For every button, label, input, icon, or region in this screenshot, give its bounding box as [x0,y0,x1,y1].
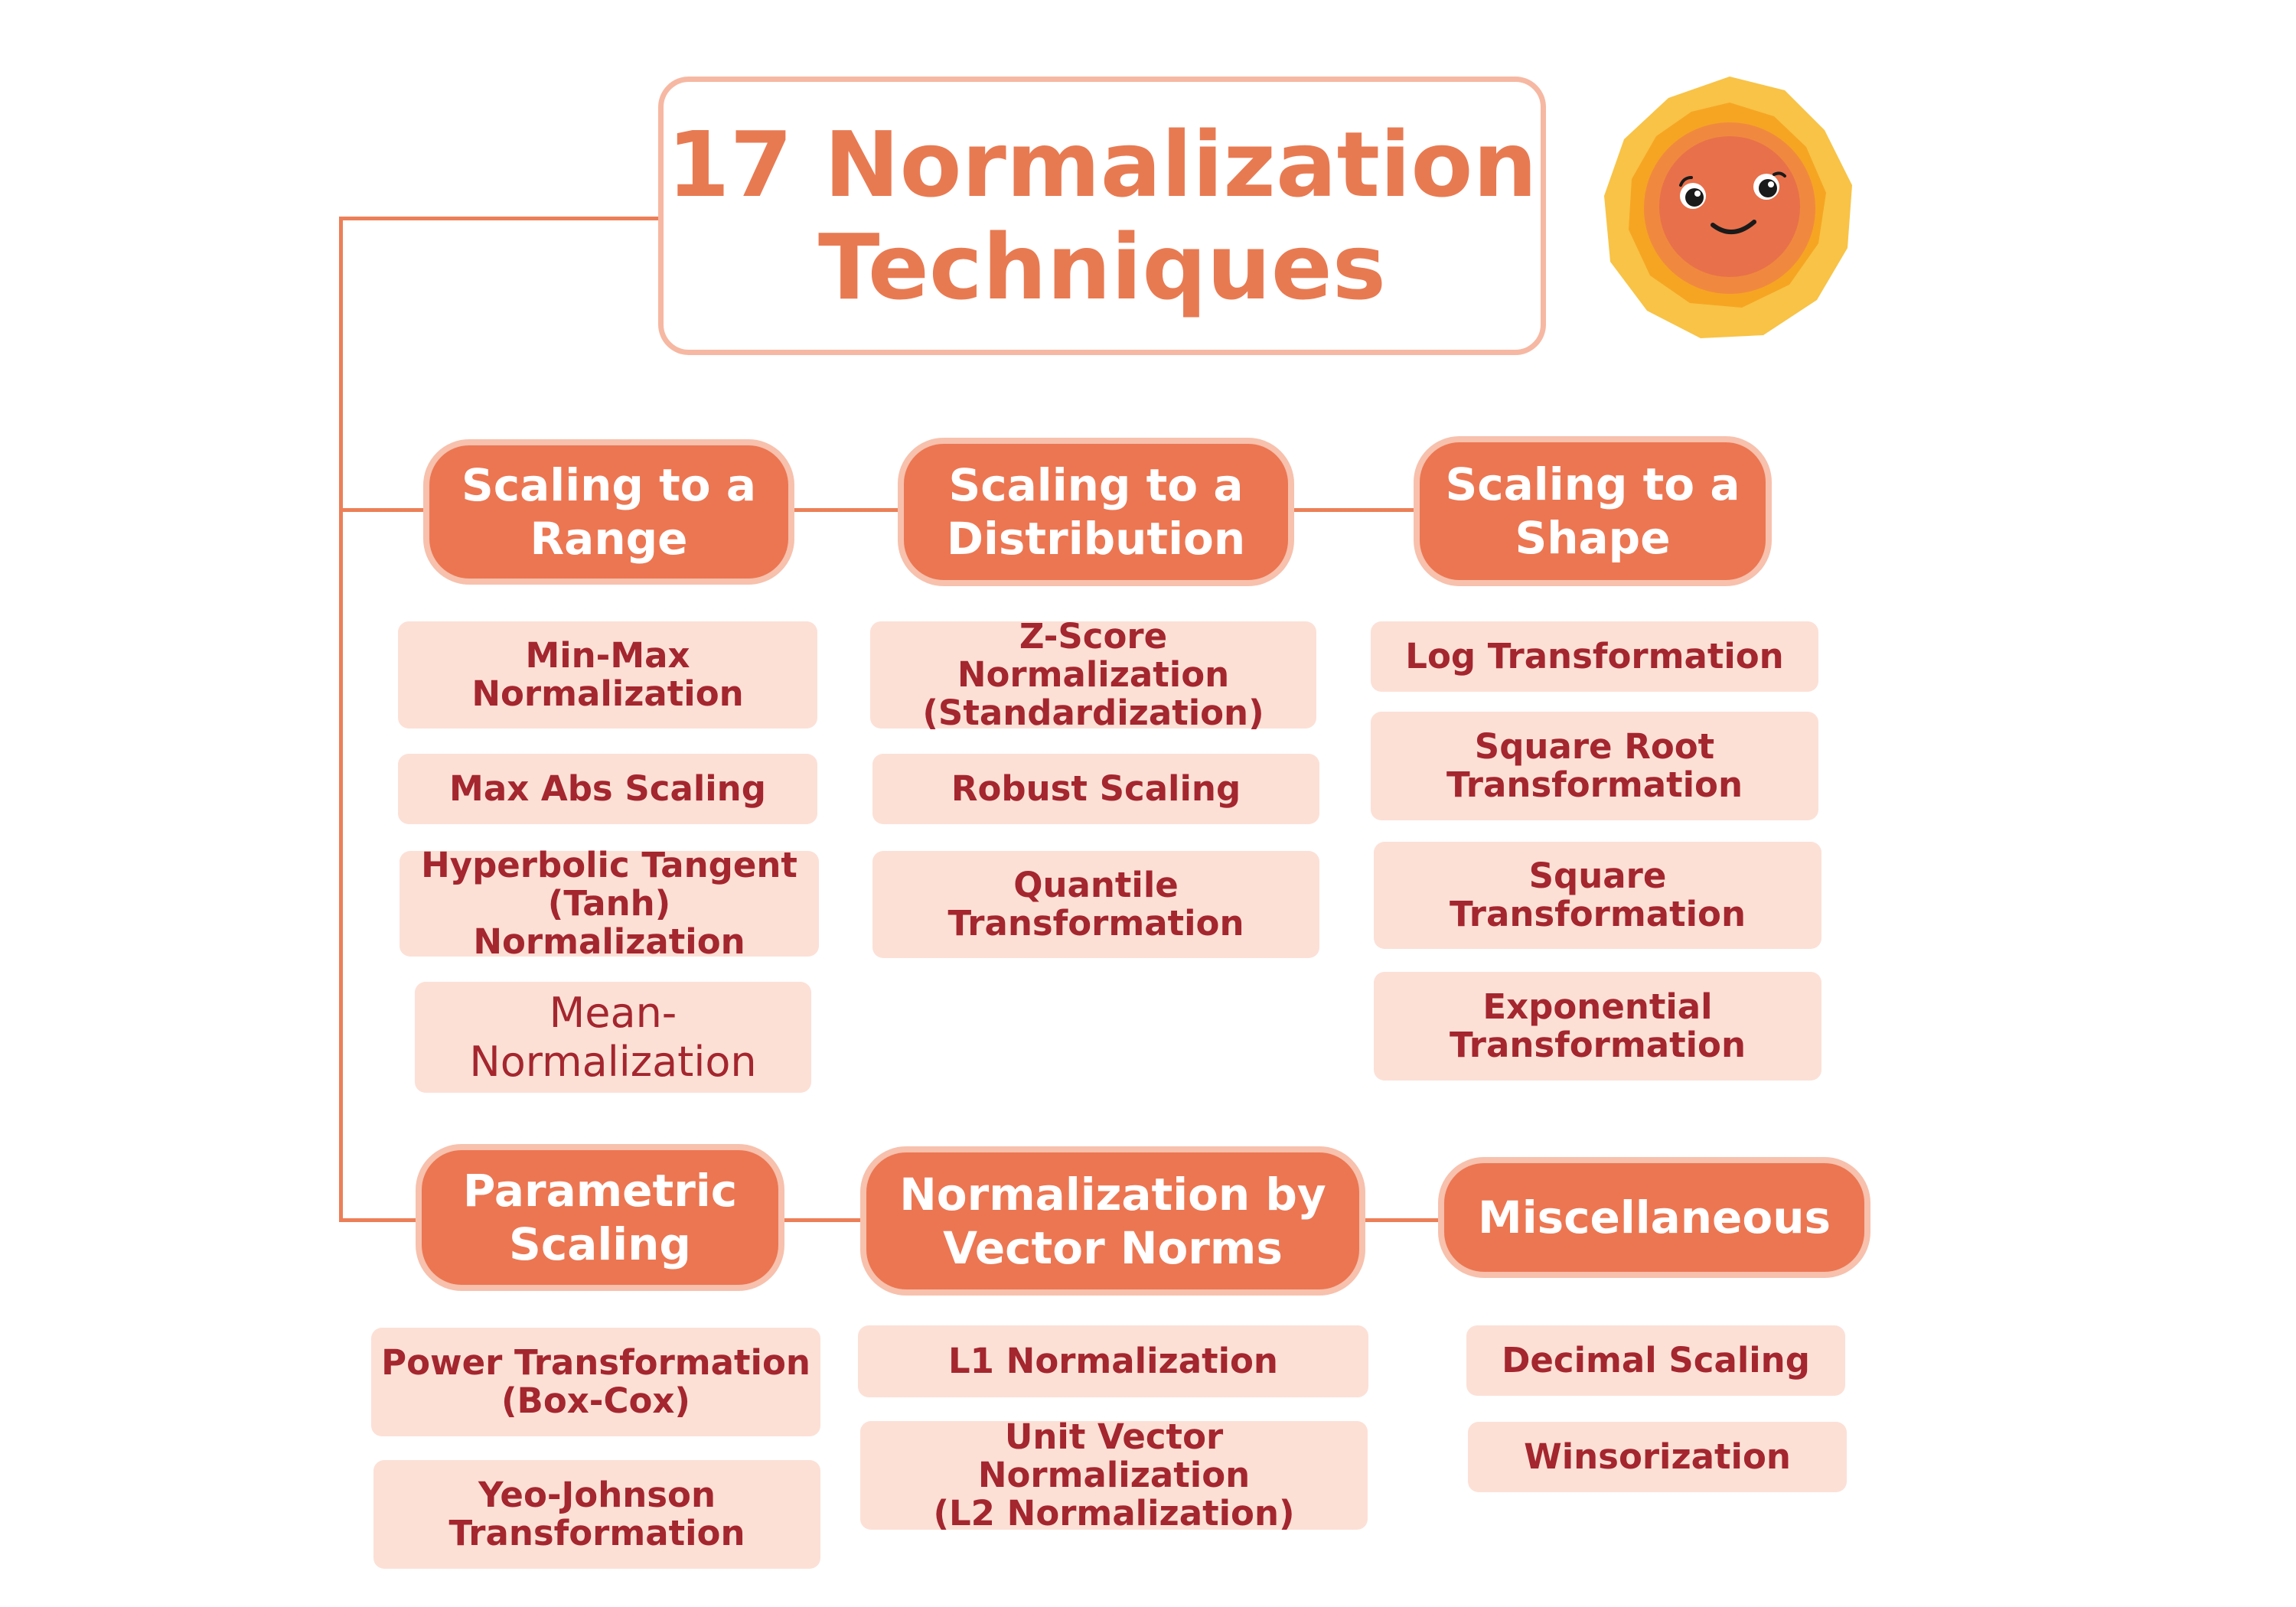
item-unit-vector-normalization: Unit Vector Normalization (L2 Normalizat… [860,1418,1368,1533]
category-header-parametric-scaling: Parametric Scaling [416,1144,784,1291]
item-max-abs-scaling: Max Abs Scaling [398,754,817,824]
item-square-transformation: Square Transformation [1374,842,1821,949]
item-l1-normalization: L1 Normalization [858,1325,1368,1397]
item-power-transformation: Power Transformation (Box-Cox) [371,1328,820,1436]
sun-mascot-icon [1604,77,1852,338]
item-decimal-scaling: Decimal Scaling [1466,1325,1845,1396]
category-header-miscellaneous: Miscellaneous [1438,1157,1870,1278]
category-header-scaling-to-a-shape: Scaling to a Shape [1414,436,1772,586]
item-yeo-johnson-transformation: Yeo-Johnson Transformation [373,1460,820,1569]
item-square-root-transformation: Square Root Transformation [1371,712,1818,820]
category-header-normalization-by-vector-norms: Normalization by Vector Norms [860,1146,1365,1296]
title-box: 17 Normalization Techniques [658,77,1546,355]
item-z-score-normalization: Z-Score Normalization (Standardization) [870,618,1316,732]
category-header-scaling-to-a-range: Scaling to a Range [423,439,794,585]
item-robust-scaling: Robust Scaling [872,754,1319,824]
item-tanh-normalization: Hyperbolic Tangent (Tanh) Normalization [400,846,819,961]
item-log-transformation: Log Transformation [1371,621,1818,692]
item-exponential-transformation: Exponential Transformation [1374,972,1821,1081]
item-winsorization: Winsorization [1468,1422,1847,1492]
title-line-1: 17 Normalization [667,112,1538,217]
row1-connector [339,508,1426,512]
title-line-2: Techniques [818,214,1386,320]
trunk-connector [339,218,343,1222]
item-mean-normalization: Mean- Normalization [415,982,811,1093]
item-min-max-normalization: Min-Max Normalization [398,621,817,729]
category-header-scaling-to-a-distribution: Scaling to a Distribution [898,438,1294,586]
title-connector [339,217,660,220]
item-quantile-transformation: Quantile Transformation [872,851,1319,958]
